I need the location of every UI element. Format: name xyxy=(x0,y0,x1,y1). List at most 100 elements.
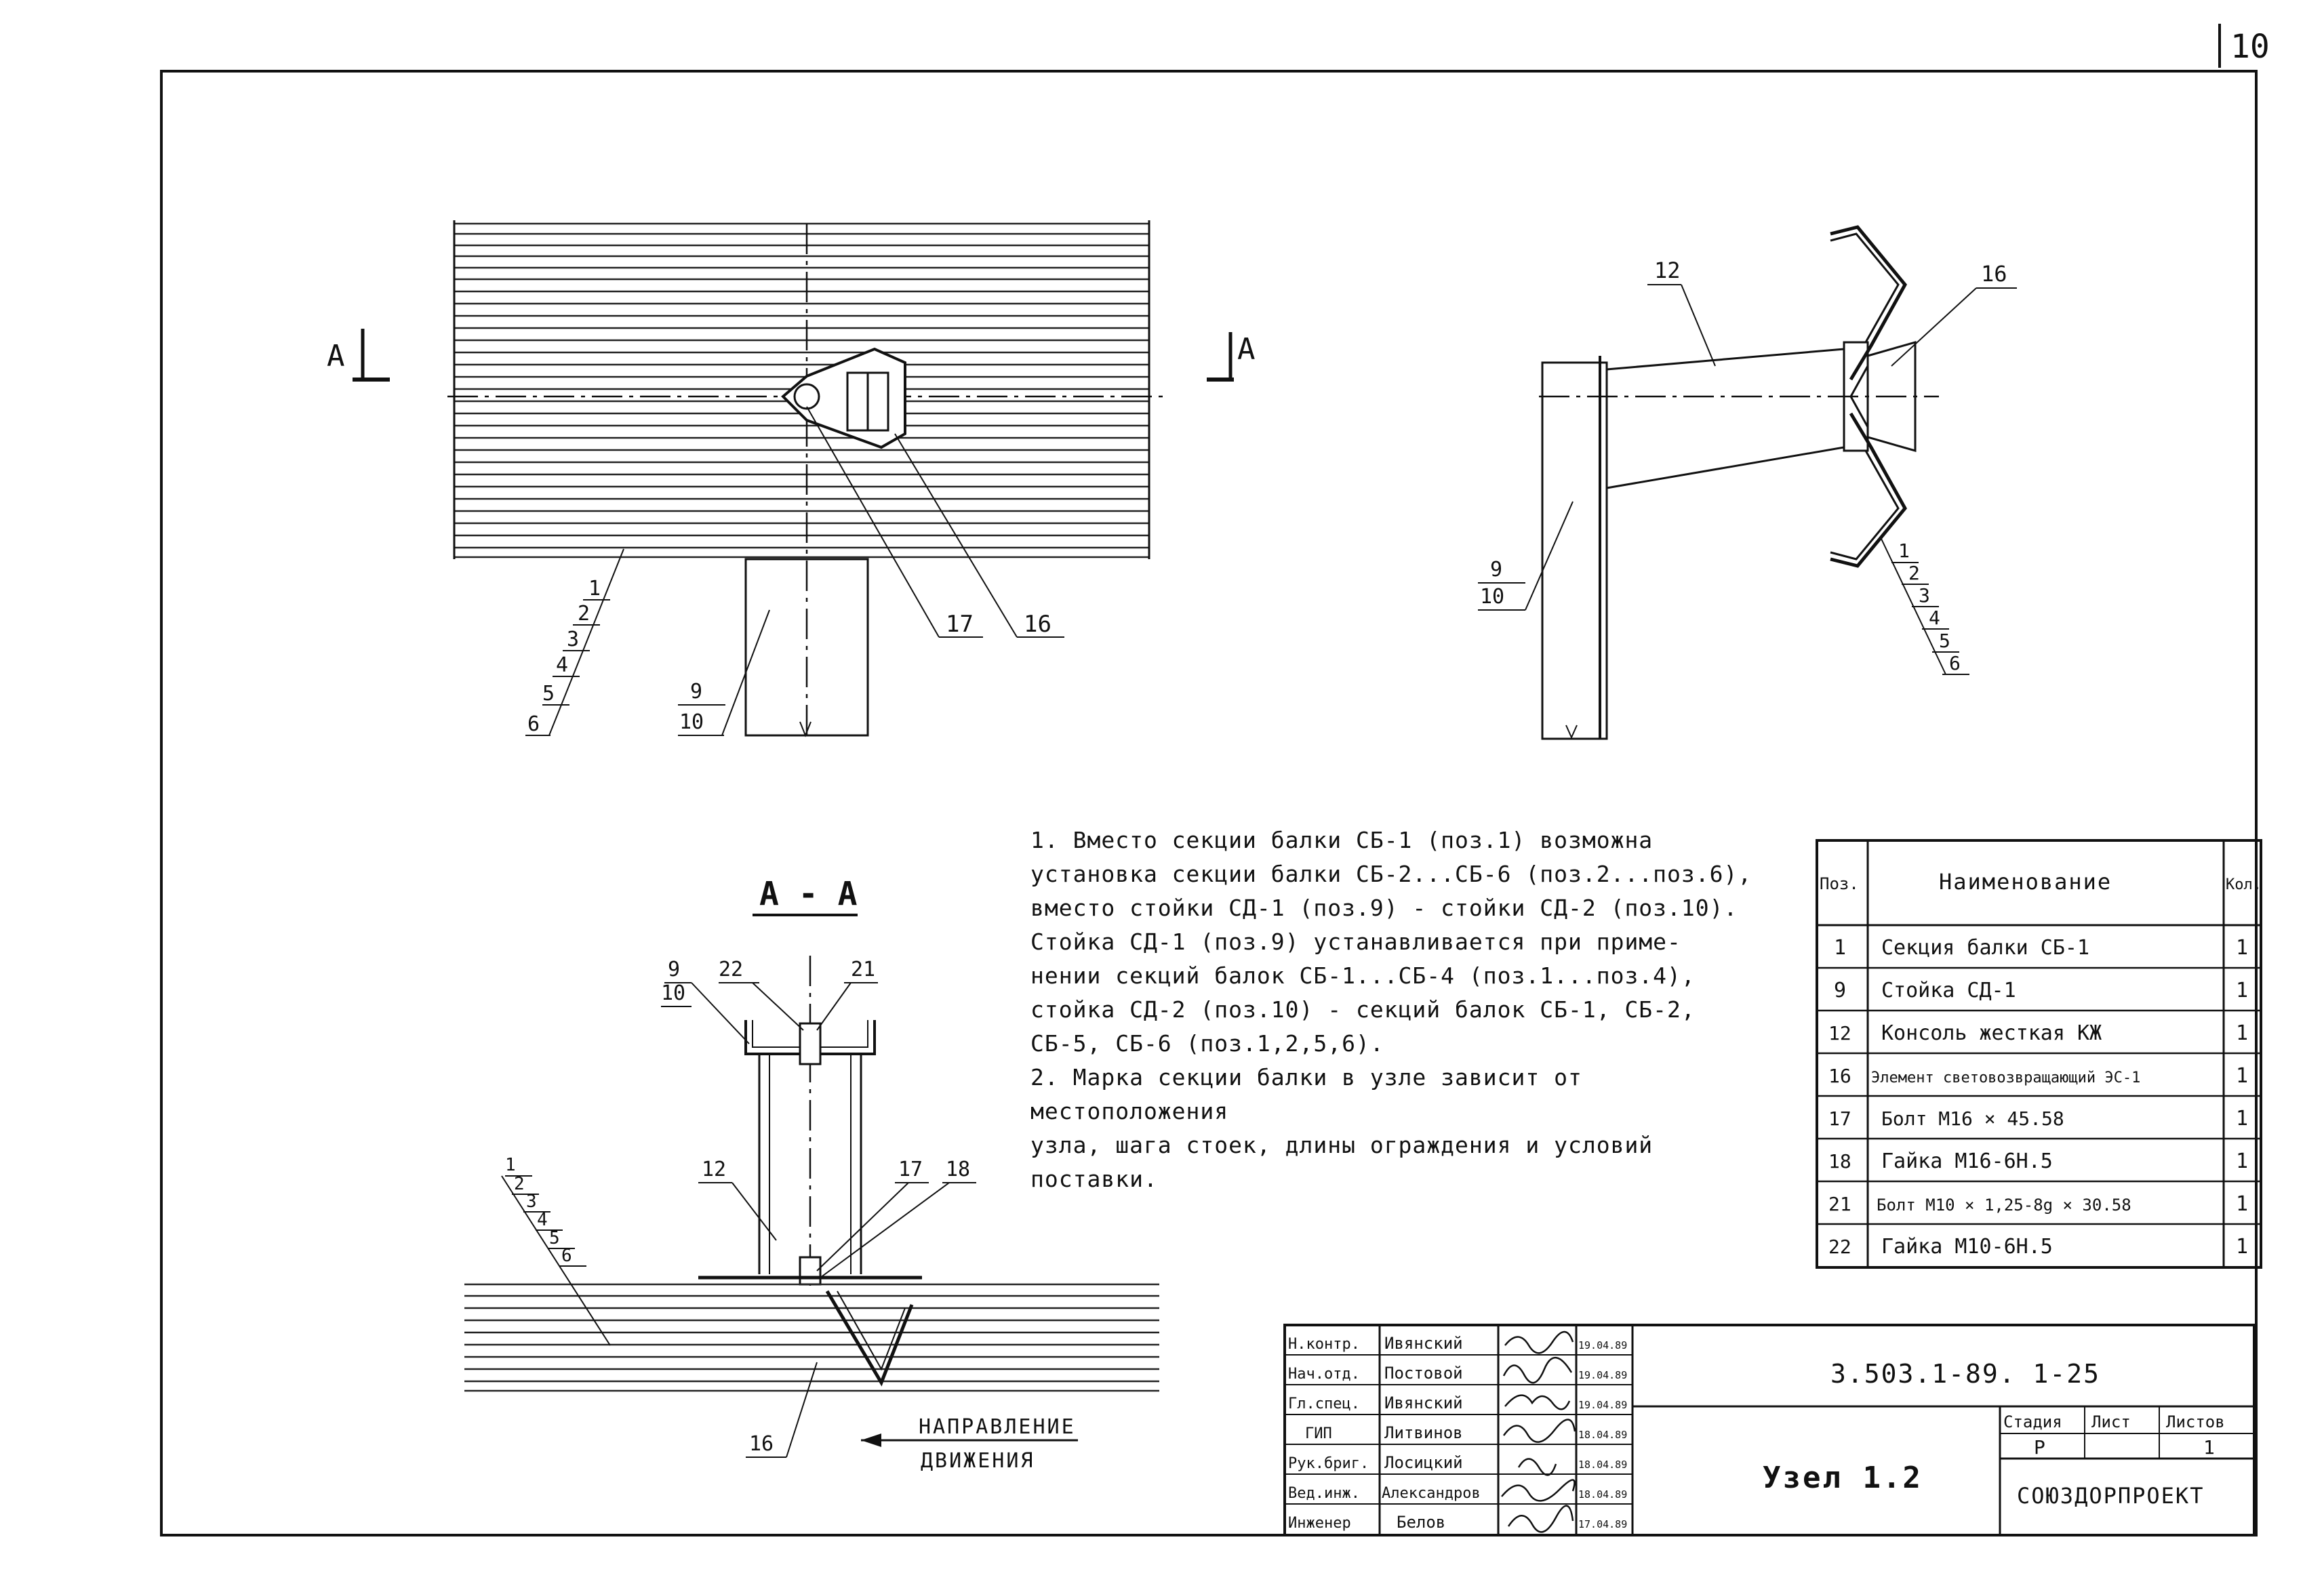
callout-22: 22 xyxy=(719,958,743,981)
spec-row-name: Болт М16 × 45.58 xyxy=(1881,1107,2064,1130)
note-line: 1. Вместо секции балки СБ-1 (поз.1) возм… xyxy=(1030,827,1654,853)
sign-date: 18.04.89 xyxy=(1578,1488,1627,1501)
sheets-value: 1 xyxy=(2203,1436,2215,1459)
callout-3: 3 xyxy=(567,628,579,651)
callout-2c: 2 xyxy=(514,1174,525,1194)
callout-17: 17 xyxy=(946,611,974,638)
signature-rows: Н.контр. Ивянский 19.04.89 Нач.отд. Пост… xyxy=(1288,1334,1627,1532)
note-line: Стойка СД-1 (поз.9) устанавливается при … xyxy=(1030,929,1681,955)
callout-18: 18 xyxy=(946,1158,970,1181)
spec-row-pos: 1 xyxy=(1834,936,1846,960)
sign-name: Постовой xyxy=(1384,1364,1463,1383)
spec-row-name: Консоль жесткая КЖ xyxy=(1881,1021,2102,1045)
callout-10: 10 xyxy=(679,710,704,734)
callout-1: 1 xyxy=(588,577,601,600)
sign-role: Гл.спец. xyxy=(1288,1396,1360,1412)
spec-header-pos: Поз. xyxy=(1820,874,1859,893)
drawing-frame xyxy=(160,70,2258,1536)
sign-role: Нач.отд. xyxy=(1288,1366,1360,1383)
spec-row-pos: 18 xyxy=(1828,1150,1851,1173)
spec-row-pos: 21 xyxy=(1828,1193,1851,1215)
cut-mark-right: А xyxy=(1237,332,1256,367)
sheets-header: Листов xyxy=(2166,1412,2225,1431)
callout-4b: 4 xyxy=(1929,607,1940,629)
callout-10b: 10 xyxy=(1480,585,1504,609)
callout-9b: 9 xyxy=(1490,558,1502,582)
section-title: А - А xyxy=(759,875,858,913)
note-line: стойка СД-2 (поз.10) - секций балок СБ-1… xyxy=(1030,996,1696,1023)
callout-12: 12 xyxy=(1654,258,1681,283)
section-a-a: А - А 9 10 22 xyxy=(464,875,1159,1473)
sign-role: Н.контр. xyxy=(1288,1336,1360,1353)
spec-row-qty: 1 xyxy=(2236,1192,2248,1216)
callout-10c: 10 xyxy=(661,981,685,1005)
callout-6: 6 xyxy=(527,712,540,736)
sign-date: 18.04.89 xyxy=(1578,1429,1627,1441)
direction-label-1: НАПРАВЛЕНИЕ xyxy=(919,1415,1076,1439)
callout-5: 5 xyxy=(542,682,555,706)
sign-role: Вед.инж. xyxy=(1288,1485,1360,1502)
spec-row-name: Стойка СД-1 xyxy=(1881,979,2016,1002)
spec-row-name: Гайка М16-6Н.5 xyxy=(1881,1149,2053,1173)
sign-date: 18.04.89 xyxy=(1578,1459,1627,1471)
spec-row-qty: 1 xyxy=(2236,1064,2248,1088)
plan-view: А А 17 16 1 2 3 4 5 6 9 10 xyxy=(327,220,1256,739)
spec-row-pos: 12 xyxy=(1828,1022,1851,1044)
note-line: вместо стойки СД-1 (поз.9) - стойки СД-2… xyxy=(1030,895,1738,921)
callout-5c: 5 xyxy=(549,1228,560,1248)
spec-row-name: Секция балки СБ-1 xyxy=(1881,936,2089,960)
callout-3b: 3 xyxy=(1919,584,1930,607)
callout-16c: 16 xyxy=(749,1432,774,1456)
direction-label-2: ДВИЖЕНИЯ xyxy=(921,1449,1035,1473)
spec-row-pos: 16 xyxy=(1828,1065,1851,1087)
callout-4: 4 xyxy=(556,653,568,677)
spec-row-qty: 1 xyxy=(2236,1021,2248,1045)
callout-1c: 1 xyxy=(505,1155,516,1175)
callout-6b: 6 xyxy=(1949,652,1961,674)
spec-row-qty: 1 xyxy=(2236,1107,2248,1131)
stage-value: Р xyxy=(2034,1436,2045,1459)
node-name: Узел 1.2 xyxy=(1763,1461,1923,1495)
signature-scribbles xyxy=(1501,1330,1576,1533)
stage-header: Стадия xyxy=(2003,1412,2062,1431)
sign-name: Белов xyxy=(1397,1513,1445,1532)
sign-date: 19.04.89 xyxy=(1578,1339,1627,1351)
spec-row-name: Элемент световозвращающий ЭС-1 xyxy=(1871,1070,2140,1086)
spec-row-qty: 1 xyxy=(2236,1149,2248,1173)
callout-9: 9 xyxy=(690,680,702,704)
callout-2: 2 xyxy=(578,602,590,626)
sheet-number: 10 xyxy=(2230,28,2270,66)
cut-mark-left: А xyxy=(327,339,345,373)
side-view: 12 16 9 10 1 2 3 4 5 6 xyxy=(1478,225,2017,740)
spec-header-name: Наименование xyxy=(1939,869,2112,895)
callout-4c: 4 xyxy=(537,1210,548,1230)
note-line: узла, шага стоек, длины ограждения и усл… xyxy=(1030,1132,1654,1192)
callout-2b: 2 xyxy=(1908,562,1920,584)
note-line: 2. Марка секции балки в узле зависит от … xyxy=(1030,1064,1582,1124)
notes: 1. Вместо секции балки СБ-1 (поз.1) возм… xyxy=(1030,823,1790,1196)
callout-21: 21 xyxy=(851,958,875,981)
spec-row-pos: 17 xyxy=(1828,1107,1851,1130)
sign-date: 19.04.89 xyxy=(1578,1399,1627,1411)
sign-date: 19.04.89 xyxy=(1578,1369,1627,1381)
callout-17c: 17 xyxy=(898,1158,923,1181)
title-block xyxy=(1283,1324,2256,1536)
spec-header-qty: Кол. xyxy=(2226,876,2262,893)
callout-6c: 6 xyxy=(561,1246,572,1266)
sign-date: 17.04.89 xyxy=(1578,1518,1627,1530)
spec-row-qty: 1 xyxy=(2236,936,2248,960)
callout-3c: 3 xyxy=(526,1192,537,1212)
sign-name: Лосицкий xyxy=(1384,1453,1463,1472)
sign-name: Ивянский xyxy=(1384,1334,1463,1353)
sign-name: Александров xyxy=(1382,1485,1481,1502)
spec-row-qty: 1 xyxy=(2236,979,2248,1002)
spec-row-pos: 9 xyxy=(1834,979,1846,1002)
spec-row-name: Гайка М10-6Н.5 xyxy=(1881,1235,2053,1259)
callout-16: 16 xyxy=(1024,611,1051,638)
callout-1b: 1 xyxy=(1898,539,1910,562)
note-line: установка секции балки СБ-2...СБ-6 (поз.… xyxy=(1030,861,1752,887)
sign-role: ГИП xyxy=(1305,1425,1332,1442)
spec-table xyxy=(1816,839,2262,1269)
spec-row-qty: 1 xyxy=(2236,1235,2248,1259)
